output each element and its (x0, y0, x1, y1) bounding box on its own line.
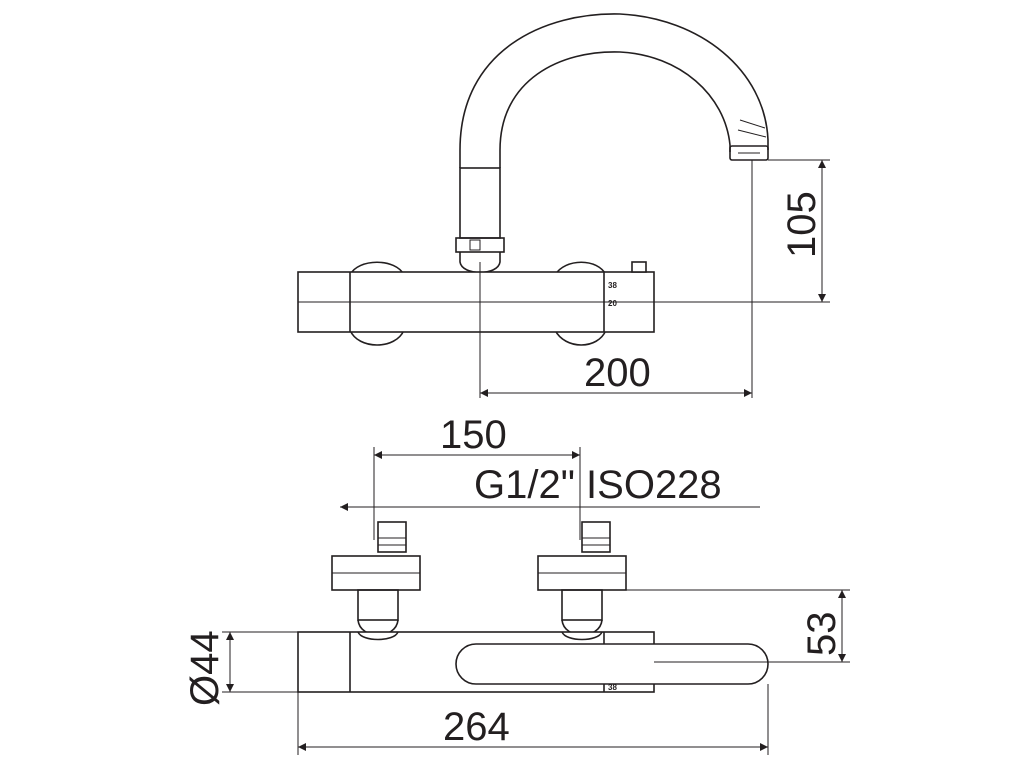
thread-spec-label: G1/2" ISO228 (474, 463, 722, 507)
spout (455, 13, 769, 274)
front-view: 150 G1/2" ISO228 (183, 413, 850, 755)
dim-label-150: 150 (440, 413, 507, 457)
dim-label-264: 264 (443, 705, 510, 749)
inlet-right (537, 521, 627, 636)
lever-handle (455, 643, 769, 685)
dim-label-105: 105 (780, 191, 824, 258)
temp-mark-20: 20 (608, 299, 617, 308)
inlet-left (331, 521, 421, 636)
temp-mark-38: 38 (608, 281, 617, 290)
dim-label-53: 53 (800, 612, 844, 657)
top-view: 38 20 105 200 (297, 13, 830, 398)
dim-label-200: 200 (584, 351, 651, 395)
temp-mark-38-front: 38 (608, 683, 617, 692)
temp-button (631, 261, 647, 273)
handle-right (554, 261, 607, 346)
dim-label-diameter-44: Ø44 (183, 630, 227, 706)
handle-left (349, 261, 405, 346)
